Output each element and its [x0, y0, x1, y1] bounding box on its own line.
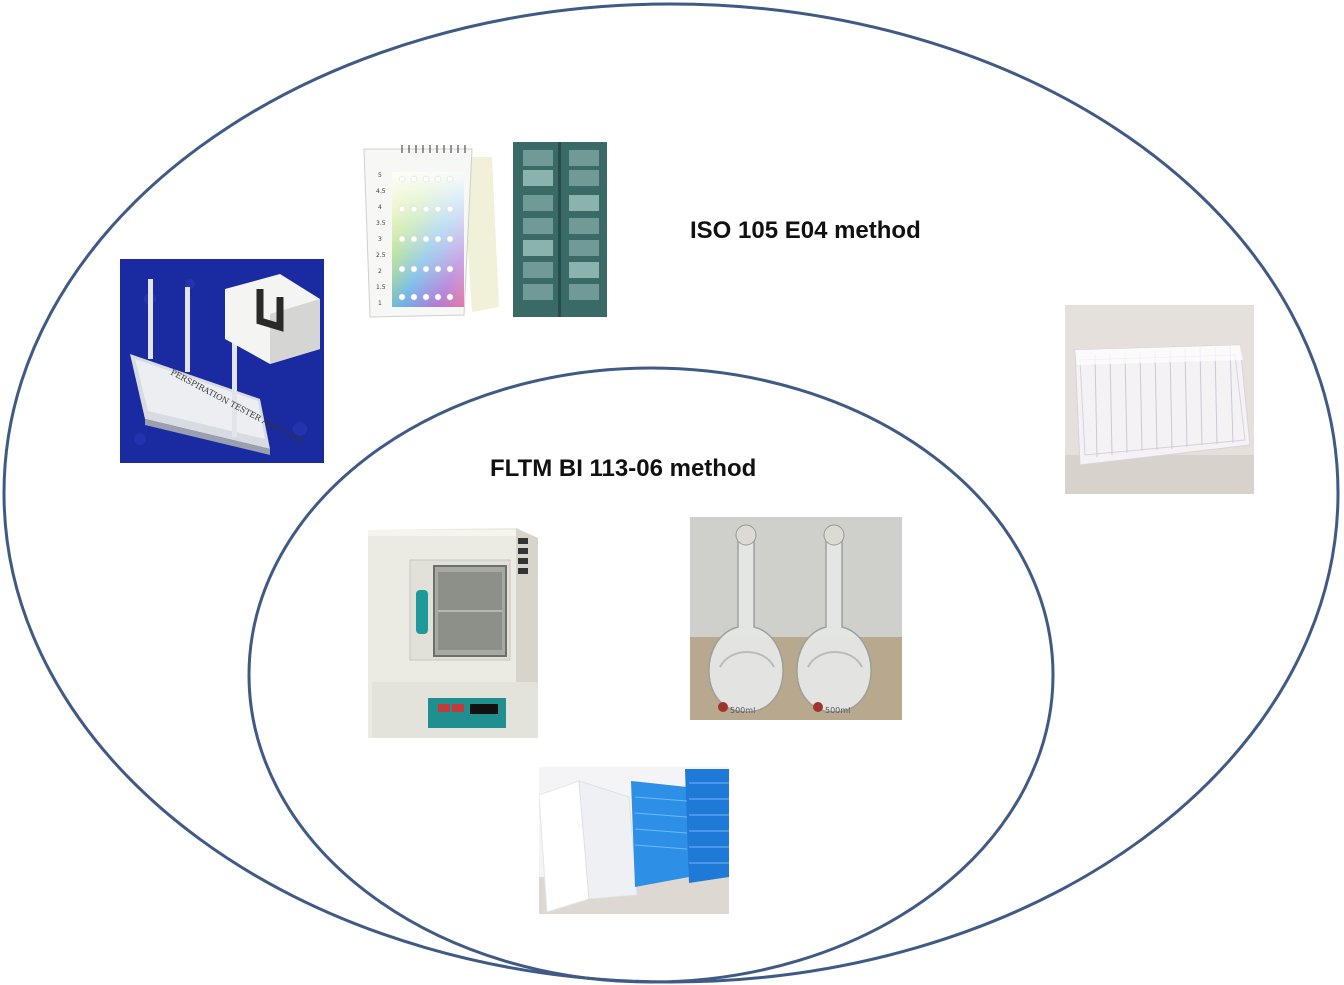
svg-text:3.5: 3.5: [376, 220, 386, 227]
volumetric-flasks-photo: 500ml 500ml: [690, 517, 902, 720]
plastic-containers-photo: [539, 767, 729, 914]
outer-group-label: ISO 105 E04 method: [690, 217, 921, 244]
svg-text:4: 4: [378, 204, 382, 211]
inner-group-label: FLTM BI 113-06 method: [490, 455, 757, 482]
svg-text:2.5: 2.5: [376, 252, 386, 259]
svg-text:1.5: 1.5: [376, 284, 386, 291]
color-scale-card-photo: 5 4.5 4 3.5 3 2.5 2 1.5 1: [362, 137, 499, 320]
perspiration-tester-photo: PERSPIRATION TESTER AATCC/ISO: [120, 259, 324, 463]
svg-text:3: 3: [378, 236, 382, 243]
grey-scale-card-photo: [511, 140, 609, 319]
color-scale-numbers: 5 4.5 4 3.5 3 2.5 2 1.5 1: [376, 172, 386, 307]
svg-text:5: 5: [378, 172, 382, 179]
svg-text:500ml: 500ml: [730, 706, 755, 715]
flask-labels: 500ml 500ml: [730, 706, 850, 715]
svg-text:4.5: 4.5: [376, 188, 386, 195]
acrylic-plates-photo: [1065, 305, 1254, 494]
svg-text:500ml: 500ml: [825, 706, 850, 715]
svg-text:1: 1: [378, 300, 382, 307]
svg-text:2: 2: [378, 268, 382, 275]
drying-oven-photo: [366, 516, 540, 740]
inner-ellipse: [247, 366, 1055, 984]
